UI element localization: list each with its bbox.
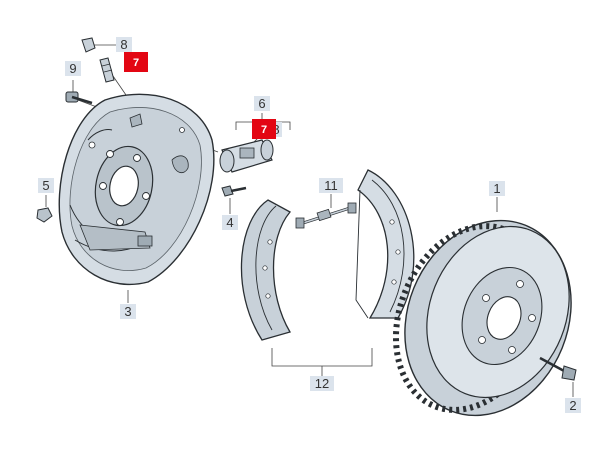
label-11[interactable]: 11 xyxy=(319,178,343,193)
label-12-text: 12 xyxy=(315,376,329,391)
label-12[interactable]: 12 xyxy=(310,376,334,391)
label-9-text: 9 xyxy=(69,61,76,76)
nut-5 xyxy=(36,207,53,223)
label-5-text: 5 xyxy=(42,178,49,193)
label-2-text: 2 xyxy=(569,398,576,413)
label-4-text: 4 xyxy=(226,215,233,230)
label-9[interactable]: 9 xyxy=(65,61,81,76)
brake-shoe-left-12 xyxy=(240,199,292,341)
bolt-2 xyxy=(539,356,577,381)
label-6[interactable]: 6 xyxy=(254,96,270,111)
label-8a-text: 8 xyxy=(120,37,127,52)
label-3-text: 3 xyxy=(124,304,131,319)
label-7a-text: 7 xyxy=(133,57,139,69)
label-1[interactable]: 1 xyxy=(489,181,505,196)
label-11-text: 11 xyxy=(324,178,338,193)
brake-shoe-right-12 xyxy=(355,169,415,319)
label-8a[interactable]: 8 xyxy=(116,37,132,52)
label-7b-text: 7 xyxy=(261,124,267,136)
label-7a[interactable]: 7 xyxy=(124,52,148,72)
adjuster-11 xyxy=(295,202,357,229)
brake-drum-1 xyxy=(392,219,572,417)
wheel-cylinder-6 xyxy=(219,139,274,173)
label-3[interactable]: 3 xyxy=(120,304,136,319)
bolt-9 xyxy=(65,91,93,105)
label-6-text: 6 xyxy=(258,96,265,111)
label-7b[interactable]: 7 xyxy=(252,119,276,139)
label-4[interactable]: 4 xyxy=(222,215,238,230)
bolt-4 xyxy=(221,185,247,197)
label-5[interactable]: 5 xyxy=(38,178,54,193)
label-1-text: 1 xyxy=(493,181,500,196)
bleeder-valve-7 xyxy=(99,57,115,83)
bleeder-cap-8 xyxy=(81,37,96,53)
label-2[interactable]: 2 xyxy=(565,398,581,413)
backing-plate xyxy=(58,93,215,286)
